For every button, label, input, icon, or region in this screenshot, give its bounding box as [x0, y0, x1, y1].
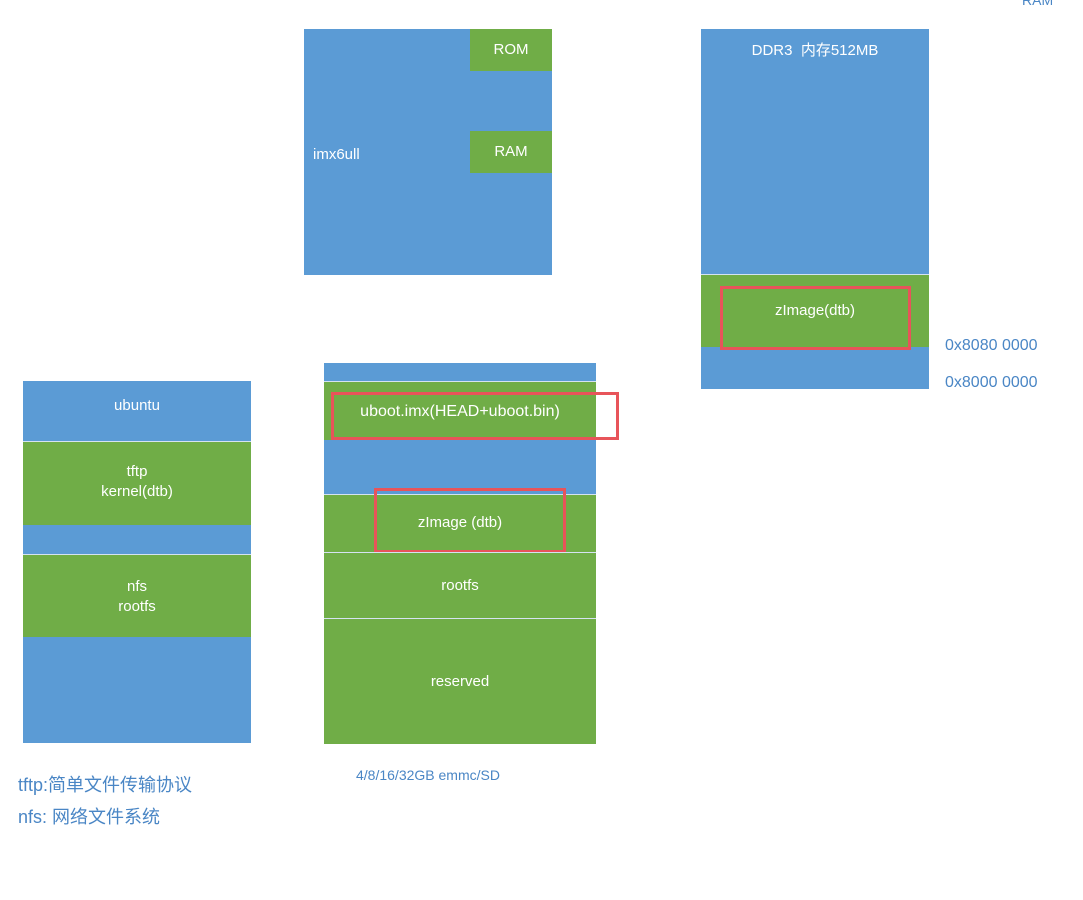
- ddr3-base-address: 0x8000 0000: [945, 374, 1038, 391]
- corner-ram-label: RAM: [1022, 0, 1054, 8]
- ubuntu-nfs-region: [23, 554, 251, 637]
- note-tftp: tftp:简单文件传输协议: [18, 775, 193, 795]
- emmc-reserved-label: reserved: [430, 673, 490, 690]
- emmc-zimage-highlight: [374, 488, 566, 553]
- ddr3-zimage-label: zImage(dtb): [774, 302, 856, 319]
- ubuntu-tftp-label: tftp kernel(dtb): [101, 463, 173, 500]
- emmc-rootfs-region: [324, 552, 596, 618]
- chip-ram-block: [470, 131, 552, 173]
- note-nfs: nfs: 网络文件系统: [18, 807, 161, 827]
- emmc-zimage-label: zImage (dtb): [417, 514, 503, 531]
- emmc-rootfs-label: rootfs: [441, 577, 479, 594]
- chip-ram-label: RAM: [494, 143, 528, 160]
- chip-name-label: imx6ull: [313, 146, 360, 163]
- ddr3-title: DDR3 内存512MB: [751, 42, 879, 59]
- ubuntu-tftp-region: [23, 441, 251, 525]
- emmc-uboot-label: uboot.imx(HEAD+uboot.bin): [360, 403, 560, 420]
- ubuntu-title: ubuntu: [114, 397, 160, 414]
- emmc-uboot-region: [324, 381, 596, 440]
- chip-rom-label: ROM: [493, 41, 529, 58]
- emmc-uboot-highlight: [331, 392, 619, 440]
- emmc-reserved-region: [324, 618, 596, 744]
- ubuntu-nfs-label: nfs rootfs: [118, 578, 156, 615]
- emmc-caption: 4/8/16/32GB emmc/SD: [356, 767, 500, 783]
- ddr3-zimage-highlight: [720, 286, 911, 350]
- chip-rom-block: [470, 29, 552, 71]
- ddr3-zimage-address: 0x8080 0000: [945, 337, 1038, 354]
- emmc-zimage-region: [324, 494, 596, 552]
